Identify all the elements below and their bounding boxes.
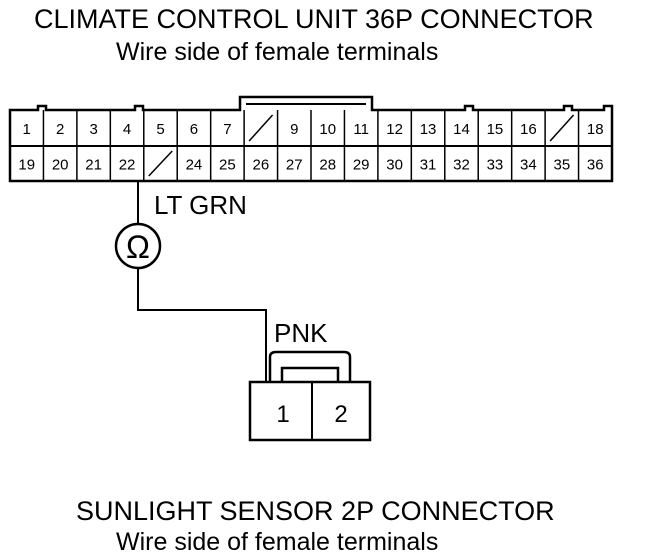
terminal-number: 2 bbox=[56, 121, 64, 138]
terminal-number: 34 bbox=[520, 157, 537, 174]
terminal-number: 10 bbox=[319, 121, 336, 138]
bottom-connector-subtitle: Wire side of female terminals bbox=[116, 528, 439, 556]
bottom-connector-title: SUNLIGHT SENSOR 2P CONNECTOR bbox=[76, 496, 555, 526]
terminal-number: 33 bbox=[487, 157, 504, 174]
terminal-number: 11 bbox=[353, 121, 369, 138]
wire-top-label: LT GRN bbox=[154, 190, 247, 220]
terminal-number: 22 bbox=[119, 157, 136, 174]
terminal-number: 13 bbox=[420, 121, 437, 138]
terminal-number: 18 bbox=[587, 121, 604, 138]
terminal-number: 26 bbox=[252, 157, 269, 174]
terminal-number: 6 bbox=[190, 121, 198, 138]
bottom-connector-housing bbox=[248, 380, 372, 442]
terminal-number: 15 bbox=[487, 121, 504, 138]
top-connector-housing bbox=[8, 95, 614, 183]
terminal-number: 27 bbox=[286, 157, 303, 174]
empty-cavity bbox=[248, 114, 274, 142]
empty-cavity bbox=[148, 150, 173, 177]
ohm-symbol: Ω bbox=[126, 229, 150, 265]
terminal-number: 36 bbox=[587, 157, 604, 174]
terminal-number: 16 bbox=[520, 121, 537, 138]
top-connector-title: CLIMATE CONTROL UNIT 36P CONNECTOR bbox=[34, 4, 594, 34]
terminal-number: 28 bbox=[319, 157, 336, 174]
terminal-number: 32 bbox=[453, 157, 470, 174]
terminal-number: 31 bbox=[420, 157, 437, 174]
terminal-number: 29 bbox=[353, 157, 370, 174]
terminal-number: 30 bbox=[386, 157, 403, 174]
terminal-number: 9 bbox=[290, 121, 298, 138]
terminal-number: 1 bbox=[23, 121, 31, 138]
terminal-number: 25 bbox=[219, 157, 236, 174]
wire-pnk bbox=[137, 268, 267, 382]
terminal-number: 35 bbox=[553, 157, 570, 174]
bottom-terminal-1: 1 bbox=[276, 401, 289, 428]
terminal-number: 5 bbox=[156, 121, 164, 138]
wire-bottom-label: PNK bbox=[274, 318, 328, 348]
bottom-connector-latch bbox=[268, 350, 352, 382]
terminal-number: 14 bbox=[453, 121, 470, 138]
terminal-number: 12 bbox=[386, 121, 403, 138]
terminal-number: 4 bbox=[123, 121, 131, 138]
empty-cavity bbox=[549, 114, 575, 142]
terminal-number: 19 bbox=[18, 157, 35, 174]
terminal-number: 20 bbox=[52, 157, 69, 174]
terminal-number: 24 bbox=[186, 157, 203, 174]
terminal-number: 21 bbox=[85, 157, 102, 174]
bottom-terminal-2: 2 bbox=[334, 401, 347, 428]
top-connector-row-2: 19 20 21 22 24 25 26 27 28 29 30 31 32 33 34 35 36 bbox=[18, 146, 604, 181]
terminal-number: 3 bbox=[89, 121, 97, 138]
terminal-number: 7 bbox=[223, 121, 231, 138]
top-connector-subtitle: Wire side of female terminals bbox=[116, 38, 439, 66]
